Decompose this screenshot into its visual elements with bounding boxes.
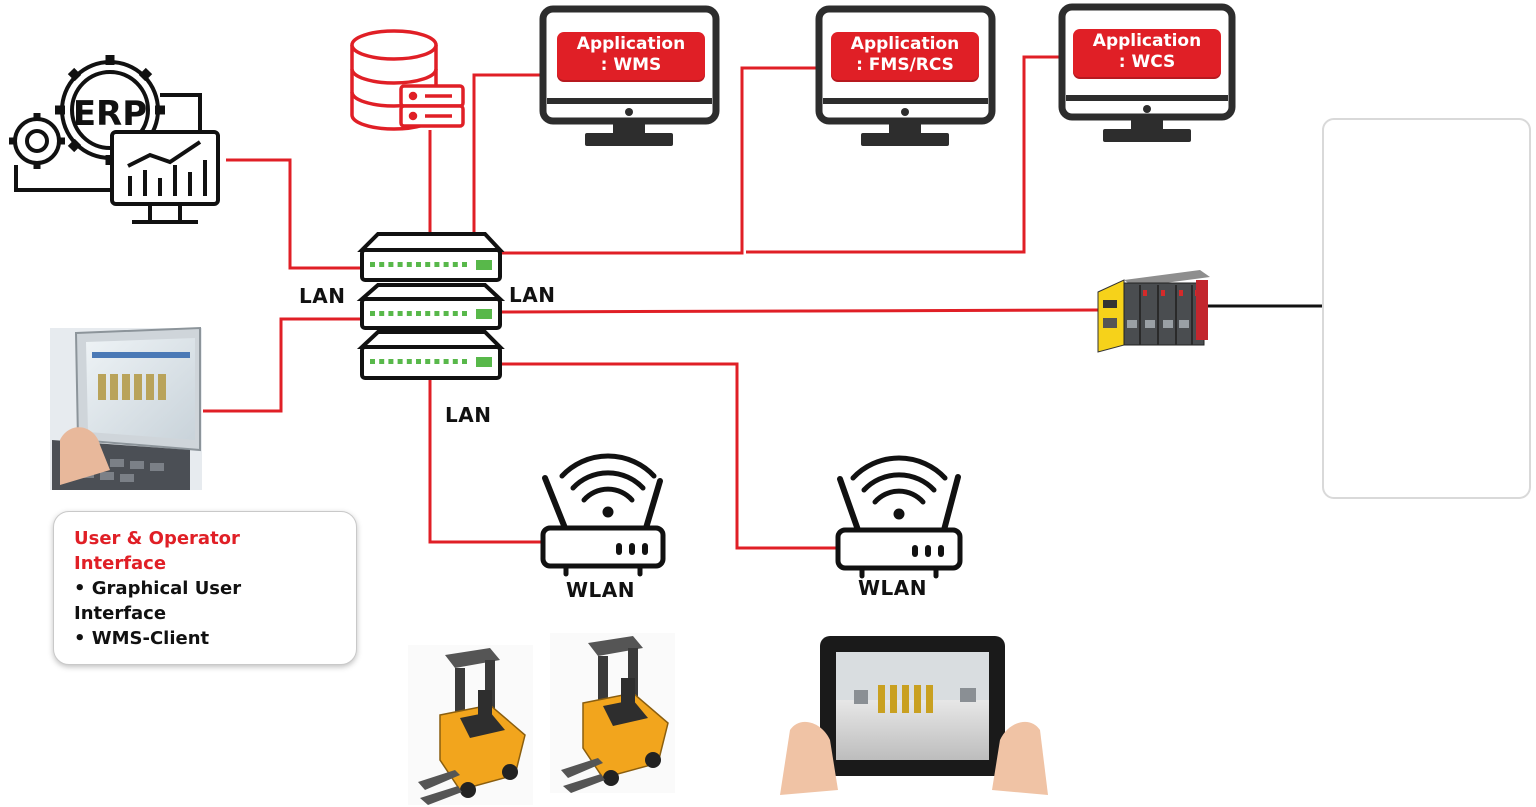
wlan-label-1: WLAN	[566, 578, 636, 602]
switch-led	[370, 262, 375, 267]
switch-led	[397, 359, 403, 364]
switch-led	[370, 311, 375, 316]
switch-led	[397, 311, 403, 316]
switch-led	[452, 359, 458, 364]
switch-led	[416, 311, 421, 316]
application-wcs-title: Application	[1092, 31, 1202, 51]
switch-led	[370, 359, 375, 364]
database-server-icon	[350, 29, 465, 131]
switch-port-leds	[370, 260, 492, 367]
plc-controller-icon	[1097, 270, 1210, 353]
link-client-switch	[203, 317, 362, 413]
switch-led	[388, 262, 394, 267]
switch-led	[462, 311, 467, 316]
switch-led	[379, 359, 385, 364]
switch-led	[388, 359, 394, 364]
switch-led	[406, 359, 412, 364]
forklift-agv-icon	[550, 633, 675, 793]
lan-label-right: LAN	[509, 283, 556, 307]
lan-label-left: LAN	[299, 284, 346, 308]
application-wms-name: : WMS	[600, 55, 662, 75]
switch-led	[452, 311, 458, 316]
application-fms-title: Application	[850, 34, 960, 54]
user-interface-card: User & Operator Interface • Graphical Us…	[53, 511, 357, 665]
switch-led	[425, 262, 431, 267]
forklift-agv-icon	[408, 645, 533, 805]
switch-led	[443, 262, 449, 267]
switch-led	[379, 262, 385, 267]
user-interface-title: User & Operator Interface	[74, 528, 240, 574]
warehouse-equipment-panel	[1322, 118, 1531, 499]
switch-led	[462, 359, 467, 364]
link-erp-switch	[226, 158, 362, 270]
application-fms-badge[interactable]: Application : FMS/RCS	[831, 32, 979, 82]
switch-uplink-port	[476, 357, 492, 367]
link-switch-plc	[499, 308, 1099, 314]
link-fms-switch	[500, 66, 820, 255]
wlan-label-2: WLAN	[858, 576, 928, 600]
lan-label-bottom: LAN	[445, 403, 492, 427]
switch-uplink-port	[476, 309, 492, 319]
switch-led	[416, 262, 421, 267]
link-wcs-switch	[746, 55, 1063, 254]
network-switch-icon	[356, 232, 506, 380]
user-interface-bullet-gui: • Graphical User Interface	[74, 578, 242, 624]
user-interface-bullet-wms-client: • WMS-Client	[74, 628, 210, 649]
link-switch-wlan1	[428, 380, 548, 544]
application-fms-name: : FMS/RCS	[856, 55, 954, 75]
switch-led	[443, 311, 449, 316]
switch-led	[406, 262, 412, 267]
switch-led	[462, 262, 467, 267]
switch-led	[388, 311, 394, 316]
erp-gears-icon	[9, 55, 220, 224]
link-switch-wlan2	[500, 362, 842, 550]
switch-led	[406, 311, 412, 316]
wifi-router-icon	[540, 453, 666, 577]
application-wms-badge[interactable]: Application : WMS	[557, 32, 705, 82]
wifi-router-icon	[835, 455, 963, 579]
switch-led	[434, 359, 440, 364]
application-wcs-badge[interactable]: Application : WCS	[1073, 29, 1221, 79]
erp-label: ERP	[73, 94, 147, 134]
switch-led	[452, 262, 458, 267]
switch-led	[434, 262, 440, 267]
application-wms-title: Application	[576, 34, 686, 54]
operator-workstation-image	[50, 326, 202, 490]
application-wcs-name: : WCS	[1118, 52, 1176, 72]
switch-led	[397, 262, 403, 267]
link-wms-switch	[472, 73, 545, 234]
switch-led	[379, 311, 385, 316]
switch-led	[434, 311, 440, 316]
connection-lines	[203, 55, 1099, 550]
switch-uplink-port	[476, 260, 492, 270]
switch-led	[425, 359, 431, 364]
switch-led	[425, 311, 431, 316]
switch-led	[443, 359, 449, 364]
tablet-icon	[780, 636, 1048, 795]
switch-led	[416, 359, 421, 364]
